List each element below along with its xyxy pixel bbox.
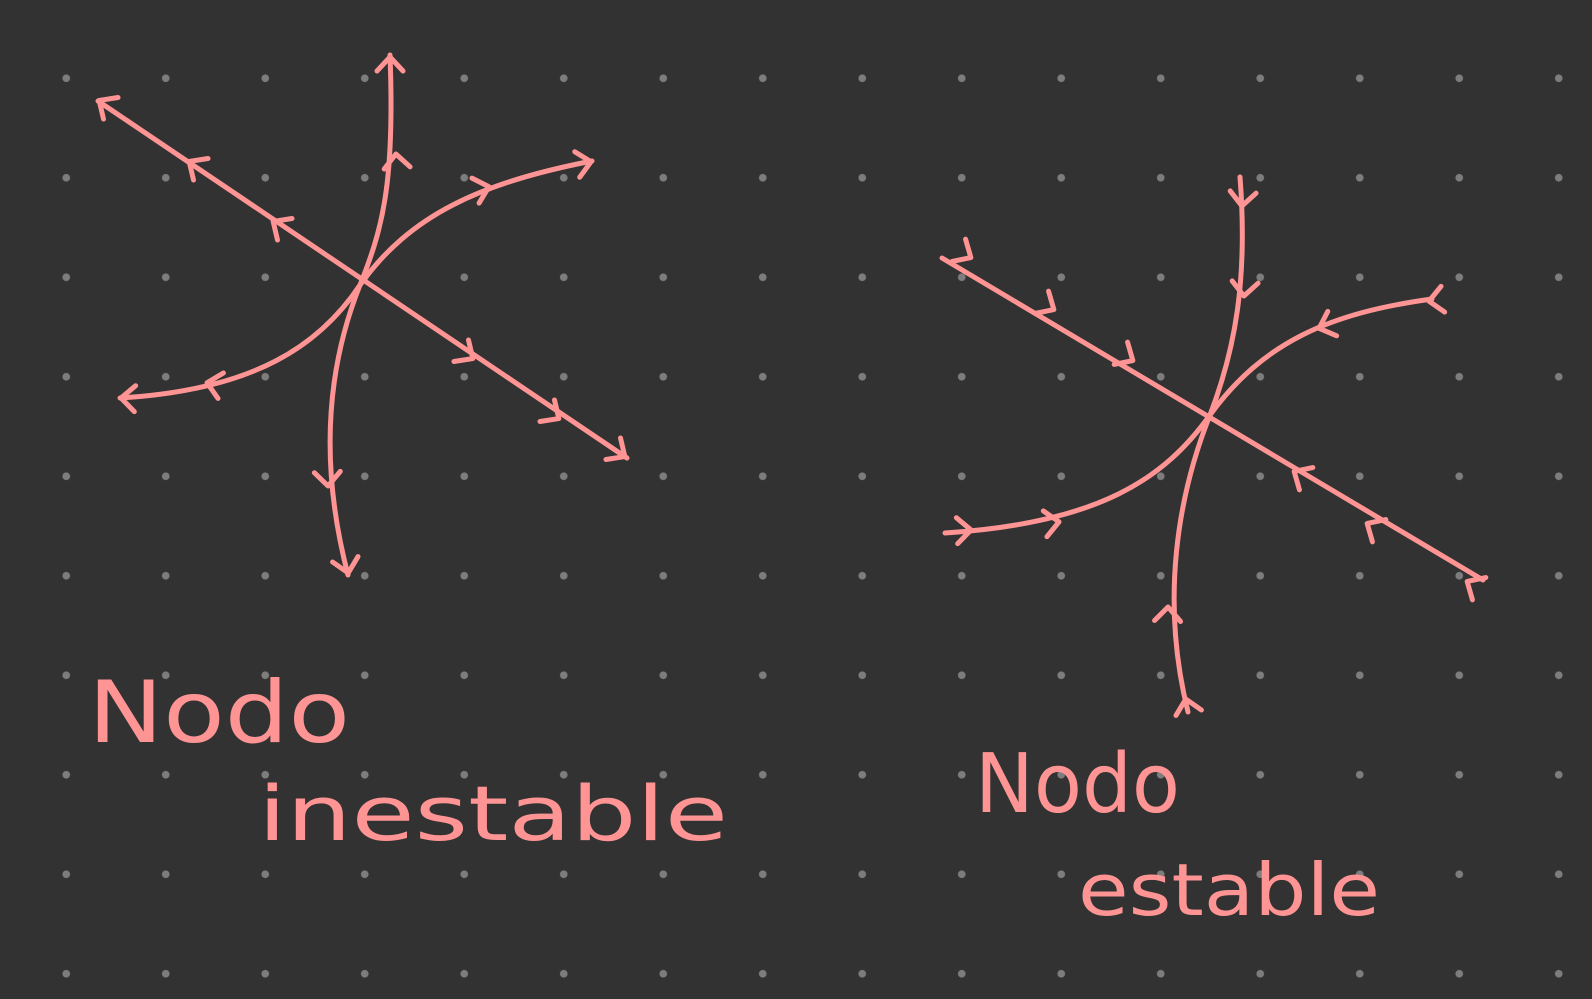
stable-shallow-trajectory: [942, 296, 1435, 536]
arrow-icon: [472, 174, 493, 203]
arrow-icon: [1231, 281, 1258, 297]
unstable-label-line1: Nodo: [88, 663, 350, 763]
arrow-icon: [314, 471, 341, 486]
arrow-icon: [1427, 286, 1444, 314]
labels: Nodo inestable Nodo estable: [88, 663, 1380, 932]
stable-arrowheads: [952, 191, 1486, 716]
stable-straight-trajectory: [939, 255, 1486, 583]
unstable-arrowheads: [92, 57, 632, 576]
unstable-shallow-trajectory: [117, 158, 595, 401]
unstable-label-line2: inestable: [258, 769, 728, 858]
arrow-icon: [1043, 509, 1060, 537]
unstable-node-portrait: [92, 52, 632, 576]
arrow-icon: [1155, 607, 1181, 622]
stable-label-line1: Nodo: [975, 737, 1180, 832]
stable-node-portrait: [939, 174, 1486, 716]
stable-label-line2: estable: [1078, 848, 1380, 932]
